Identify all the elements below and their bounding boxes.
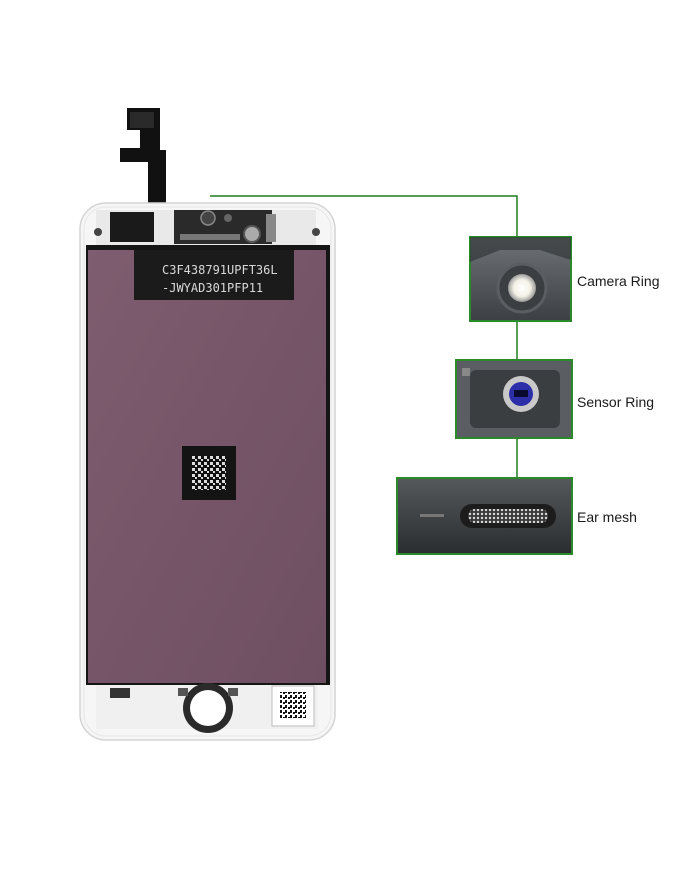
callout-label-ear-mesh: Ear mesh: [577, 509, 637, 525]
connector-lines: [210, 195, 518, 478]
sensor-ring-thumbnail: [455, 359, 573, 439]
ear-mesh-thumbnail: [396, 477, 573, 555]
callout-label-sensor-ring: Sensor Ring: [577, 394, 655, 410]
camera-ring-thumbnail: [469, 236, 572, 322]
lcd-assembly: C3F438791UPFT36L -JWYAD301PFP11: [79, 202, 336, 741]
serial-line-2: -JWYAD301PFP11: [162, 281, 263, 295]
callout-label-camera-ring: Camera Ring: [577, 273, 660, 289]
serial-line-1: C3F438791UPFT36L: [162, 263, 278, 277]
